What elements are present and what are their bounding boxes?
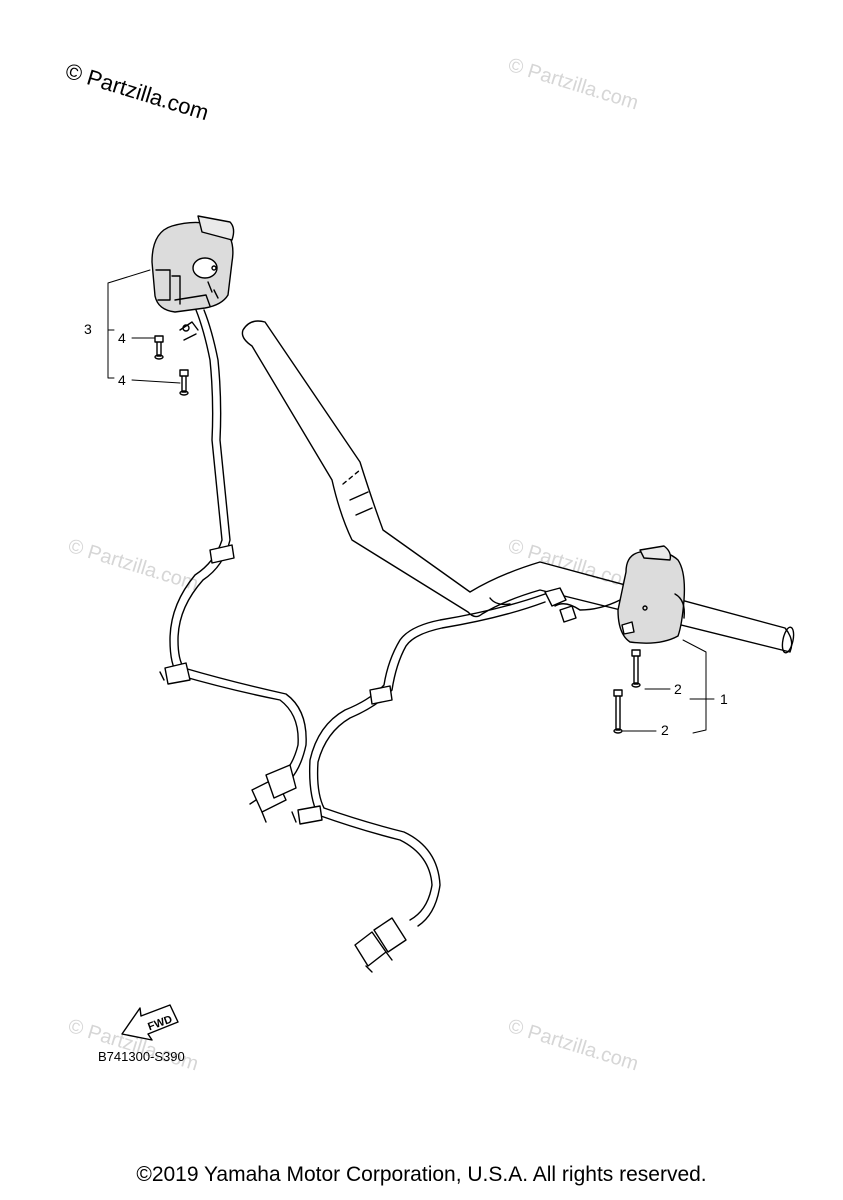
left-switch-housing — [151, 215, 235, 313]
right-switch-housing — [617, 545, 686, 644]
handlebar — [241, 320, 795, 654]
right-wire-harness — [291, 587, 621, 973]
callout-4: 4 — [118, 330, 126, 346]
diagram-code: B741300-S390 — [98, 1049, 185, 1064]
fwd-arrow-icon: FWD — [121, 1004, 179, 1041]
callout-2: 2 — [674, 681, 682, 697]
leader-lines — [107, 269, 715, 734]
left-wire-harness — [159, 309, 307, 823]
right-screws — [613, 649, 641, 734]
callout-2: 2 — [661, 722, 669, 738]
callout-4: 4 — [118, 372, 126, 388]
copyright-notice: ©2019 Yamaha Motor Corporation, U.S.A. A… — [136, 1163, 707, 1186]
left-screws — [154, 335, 189, 396]
callout-3: 3 — [84, 321, 92, 337]
callout-1: 1 — [720, 691, 728, 707]
